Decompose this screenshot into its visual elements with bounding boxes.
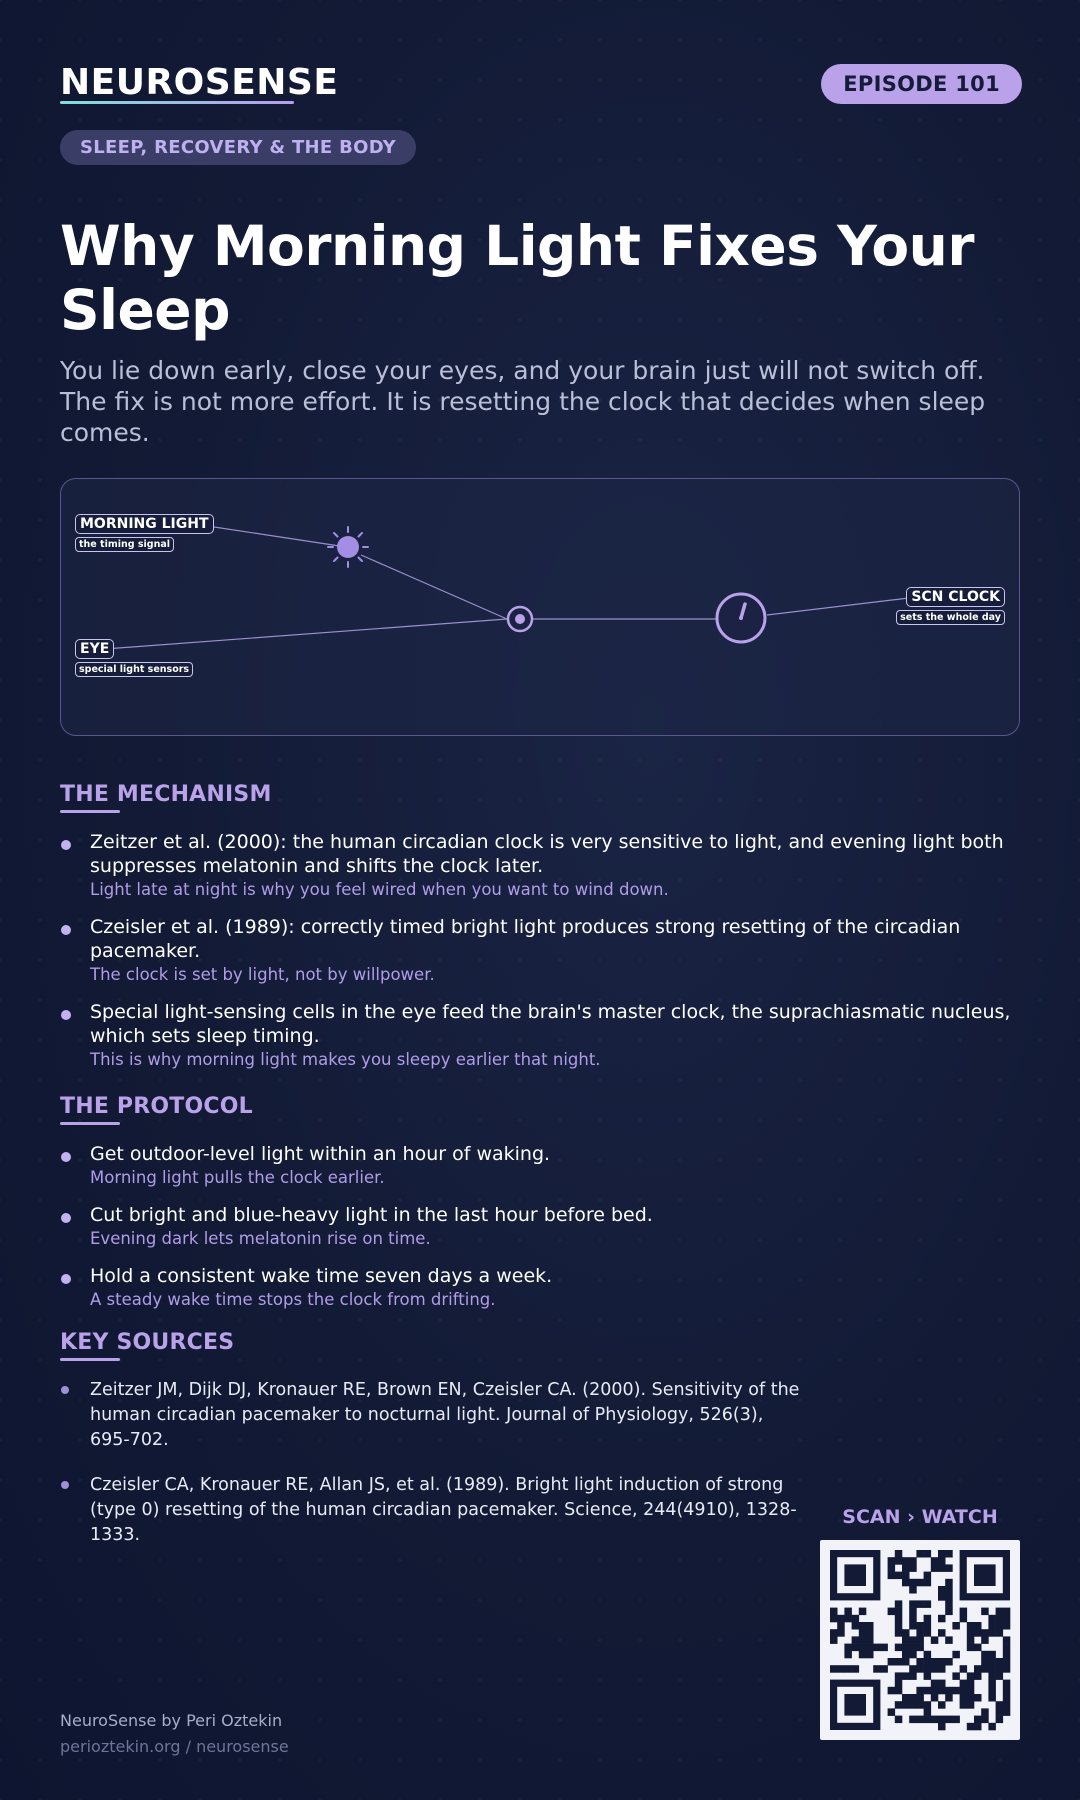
connector-sun-to-eye [360,554,508,620]
brand-underline [60,101,294,104]
footer-credit: NeuroSense by Peri Oztekin [60,1711,283,1730]
node-sublabel-morning-light: the timing signal [75,537,175,552]
node-label-morning-light: MORNING LIGHT [75,514,214,534]
bullet-icon [61,1481,69,1489]
list-item: Get outdoor-level light within an hour o… [60,1142,1020,1189]
item-text: Cut bright and blue-heavy light in the l… [90,1204,653,1226]
item-text: Czeisler et al. (1989): correctly timed … [90,916,961,962]
sun-icon [327,526,369,568]
category-tag: SLEEP, RECOVERY & THE BODY [60,130,416,165]
node-sublabel-scn-clock: sets the whole day [896,610,1005,625]
item-text: Special light-sensing cells in the eye f… [90,1001,1011,1047]
connector-clock-to-scn [766,597,910,616]
diagram-graphic [104,524,910,650]
section-title-protocol: THE PROTOCOL [60,1094,253,1125]
list-item: Zeitzer et al. (2000): the human circadi… [60,830,1020,901]
diagram-connectors [104,524,910,650]
section-title-mechanism: THE MECHANISM [60,782,272,813]
source-citation: Zeitzer JM, Dijk DJ, Kronauer RE, Brown … [90,1380,800,1450]
bullet-icon [61,1152,71,1162]
item-note: Morning light pulls the clock earlier. [90,1168,385,1187]
bullet-icon [61,925,71,935]
connector-light-to-sun [200,524,347,548]
node-sublabel-eye: special light sensors [75,662,194,677]
item-text: Hold a consistent wake time seven days a… [90,1265,553,1287]
source-citation: Czeisler CA, Kronauer RE, Allan JS, et a… [90,1475,797,1545]
bullet-icon [61,1213,71,1223]
brand-logo: NEUROSENSE [60,62,339,103]
item-note: Evening dark lets melatonin rise on time… [90,1229,431,1248]
item-note: The clock is set by light, not by willpo… [90,965,435,984]
clock-icon [715,592,767,644]
list-item: Czeisler CA, Kronauer RE, Allan JS, et a… [60,1473,800,1548]
bullet-icon [61,1274,71,1284]
scan-watch-label: SCAN › WATCH [842,1506,998,1528]
protocol-list: Get outdoor-level light within an hour o… [60,1142,1020,1325]
eye-icon [506,605,534,633]
node-label-eye: EYE [75,639,115,659]
list-item: Czeisler et al. (1989): correctly timed … [60,915,1020,986]
episode-badge: EPISODE 101 [821,64,1022,104]
page-subtitle: You lie down early, close your eyes, and… [60,356,986,447]
bullet-icon [61,840,71,850]
list-item: Cut bright and blue-heavy light in the l… [60,1203,1020,1250]
connector-eye-label-to-eye [104,618,508,650]
mechanism-list: Zeitzer et al. (2000): the human circadi… [60,830,1020,1085]
item-note: This is why morning light makes you slee… [90,1050,601,1069]
light-pathway-diagram: MORNING LIGHT the timing signal EYE spec… [60,478,1020,736]
section-title-sources: KEY SOURCES [60,1330,235,1361]
item-text: Zeitzer et al. (2000): the human circadi… [90,831,1004,877]
bullet-icon [61,1386,69,1394]
sources-list: Zeitzer JM, Dijk DJ, Kronauer RE, Brown … [60,1378,800,1568]
node-label-scn-clock: SCN CLOCK [906,587,1005,607]
footer-url[interactable]: perioztekin.org / neurosense [60,1737,289,1756]
list-item: Special light-sensing cells in the eye f… [60,1000,1020,1071]
bullet-icon [61,1010,71,1020]
page-title: Why Morning Light Fixes Your Sleep [60,214,974,342]
qr-code-graphic [830,1550,1011,1731]
item-note: Light late at night is why you feel wire… [90,880,669,899]
list-item: Zeitzer JM, Dijk DJ, Kronauer RE, Brown … [60,1378,800,1453]
qr-code[interactable] [820,1540,1020,1740]
item-text: Get outdoor-level light within an hour o… [90,1143,551,1165]
list-item: Hold a consistent wake time seven days a… [60,1264,1020,1311]
item-note: A steady wake time stops the clock from … [90,1290,496,1309]
